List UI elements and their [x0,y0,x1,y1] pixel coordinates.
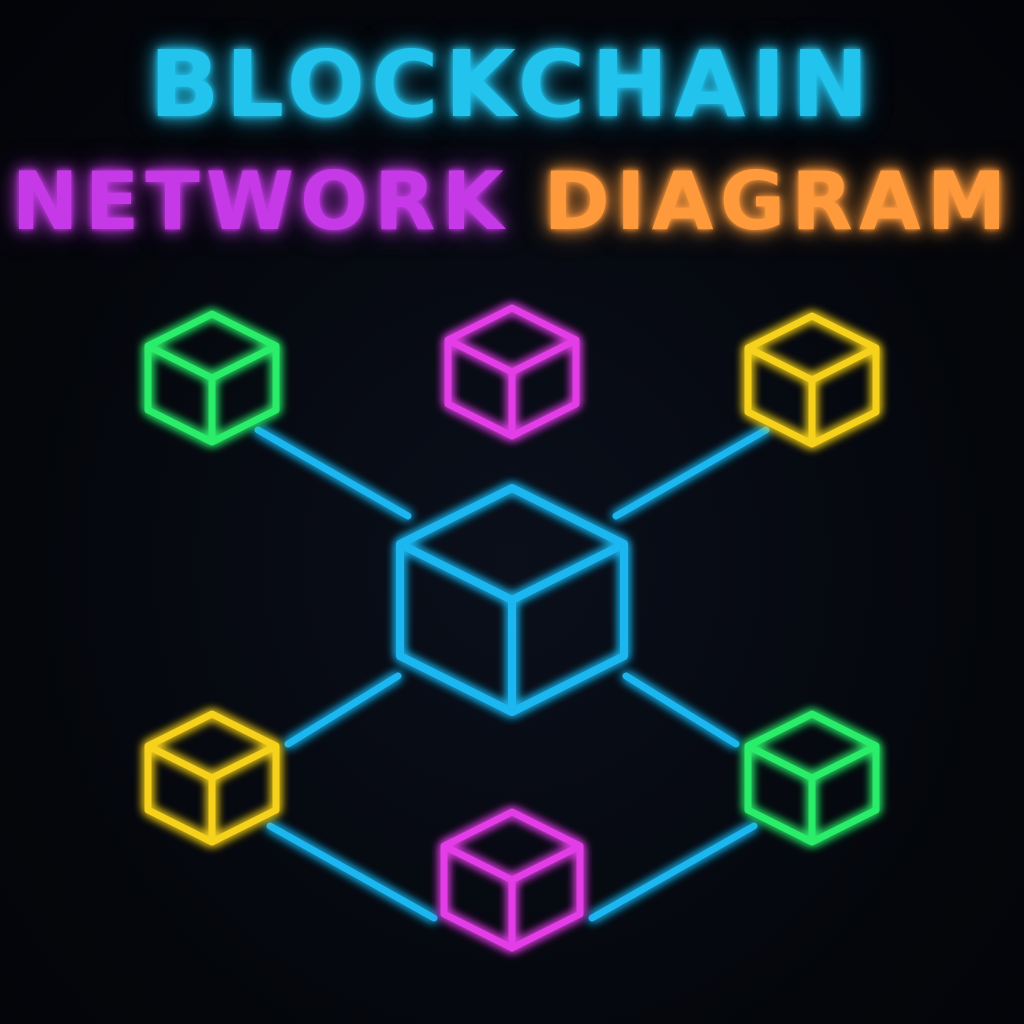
title-word-network: NETWORK [11,155,510,248]
connection-link-7 [622,672,740,748]
central-block-node [396,484,628,716]
block-node-bottom-left [144,710,280,846]
block-node-top-center [444,304,580,440]
connection-link-6 [284,672,402,748]
connection-link-1 [254,426,412,520]
block-node-top-right [744,312,880,448]
block-node-bottom-right [744,710,880,846]
connection-links [208,426,816,922]
title-word-diagram: DIAGRAM [543,155,1013,248]
block-node-top-left [144,310,280,446]
connection-link-3 [612,426,770,520]
block-nodes [144,304,880,952]
title-word-blockchain: BLOCKCHAIN [149,31,875,138]
block-node-bottom-center [440,808,584,952]
connection-link-10 [588,822,758,922]
title-line-2: NETWORK DIAGRAM [0,152,1024,252]
connection-link-9 [266,822,438,922]
title-line-1: BLOCKCHAIN [0,30,1024,140]
